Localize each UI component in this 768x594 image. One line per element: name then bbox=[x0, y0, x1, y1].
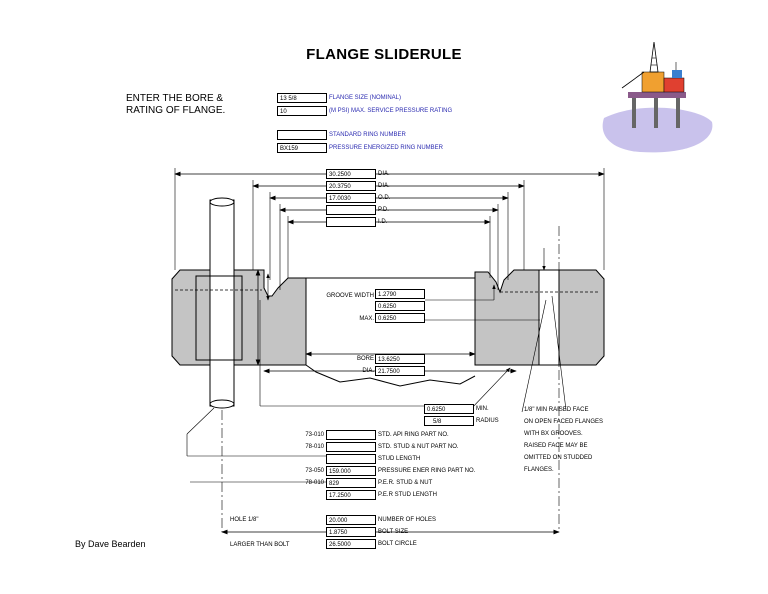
intro-line-2: RATING OF FLANGE. bbox=[126, 105, 226, 116]
bore-dia-label: DIA. bbox=[362, 368, 374, 374]
part-value-5: 829 bbox=[326, 478, 376, 488]
part-label-2: STD. STUD & NUT PART NO. bbox=[378, 444, 459, 450]
note-line-5: OMITTED ON STUDDED bbox=[524, 455, 593, 461]
hole-note-1: HOLE 1/8" bbox=[230, 517, 259, 523]
groove-max-label: MAX. bbox=[359, 316, 374, 322]
author-credit: By Dave Bearden bbox=[75, 539, 146, 549]
part-value-6: 17.2500 bbox=[326, 490, 376, 500]
radius-value: 5/8 bbox=[424, 416, 474, 426]
note-line-1: 1/8" MIN RAISED FACE bbox=[524, 407, 589, 413]
bore-dia-value: 21.7500 bbox=[375, 366, 425, 376]
groove-second-value: 0.6250 bbox=[375, 301, 425, 311]
note-line-6: FLANGES. bbox=[524, 467, 554, 473]
note-line-4: RAISED FACE MAY BE bbox=[524, 443, 588, 449]
dim-label-4: P.D. bbox=[378, 207, 389, 213]
note-line-2: ON OPEN FACED FLANGES bbox=[524, 419, 604, 425]
dim-label-3: O.D. bbox=[378, 195, 391, 201]
holes-value-2: 1.8750 bbox=[326, 527, 376, 537]
part-label-1: STD. API RING PART NO. bbox=[378, 432, 449, 438]
part-prefix-2: 78-010 bbox=[305, 444, 324, 450]
radius-min-value: 0.6250 bbox=[424, 404, 474, 414]
standard-ring-label: STANDARD RING NUMBER bbox=[329, 132, 406, 138]
flange-size-input[interactable]: 13 5/8 bbox=[277, 93, 327, 103]
part-value-3 bbox=[326, 454, 376, 464]
intro-text: ENTER THE BORE & RATING OF FLANGE. bbox=[126, 93, 225, 117]
part-prefix-4: 73-050 bbox=[305, 468, 324, 474]
bore-label: BORE bbox=[356, 356, 374, 362]
dim-value-3: 17.0030 bbox=[326, 193, 376, 203]
page-title: FLANGE SLIDERULE bbox=[306, 46, 462, 63]
part-label-3: STUD LENGTH bbox=[378, 456, 421, 462]
note-line-3: WITH BX GROOVES. bbox=[524, 431, 583, 437]
part-label-6: P.E.R STUD LENGTH bbox=[378, 492, 437, 498]
dim-value-5 bbox=[326, 217, 376, 227]
dim-label-2: DIA. bbox=[378, 183, 390, 189]
dim-value-1: 30.2500 bbox=[326, 169, 376, 179]
part-value-2 bbox=[326, 442, 376, 452]
holes-value-1: 20.000 bbox=[326, 515, 376, 525]
offshore-rig-illustration bbox=[602, 41, 713, 153]
groove-max-value: 0.6250 bbox=[375, 313, 425, 323]
holes-label-1: NUMBER OF HOLES bbox=[378, 517, 437, 523]
hole-note-2: LARGER THAN BOLT bbox=[230, 542, 290, 548]
holes-label-3: BOLT CIRCLE bbox=[378, 541, 417, 547]
part-value-1 bbox=[326, 430, 376, 440]
part-prefix-1: 73-010 bbox=[305, 432, 324, 438]
holes-value-3: 26.5000 bbox=[326, 539, 376, 549]
dim-value-2: 20.3750 bbox=[326, 181, 376, 191]
dim-value-4 bbox=[326, 205, 376, 215]
radius-min-label: MIN. bbox=[476, 406, 489, 412]
pressure-rating-label: (M PSI) MAX. SERVICE PRESSURE RATING bbox=[329, 108, 453, 114]
standard-ring-input[interactable] bbox=[277, 130, 327, 140]
pressure-rating-input[interactable]: 10 bbox=[277, 106, 327, 116]
part-label-5: P.E.R. STUD & NUT bbox=[378, 480, 433, 486]
intro-line-1: ENTER THE BORE & bbox=[126, 93, 224, 104]
raised-face-note: 1/8" MIN RAISED FACE ON OPEN FACED FLANG… bbox=[524, 404, 603, 476]
energized-ring-input[interactable]: BX159 bbox=[277, 143, 327, 153]
part-value-4: 159.000 bbox=[326, 466, 376, 476]
radius-label: RADIUS bbox=[476, 418, 499, 424]
flange-size-label: FLANGE SIZE (NOMINAL) bbox=[329, 95, 402, 101]
part-label-4: PRESSURE ENER RING PART NO. bbox=[378, 468, 476, 474]
part-prefix-5: 78-010 bbox=[305, 480, 324, 486]
dim-label-1: DIA. bbox=[378, 171, 390, 177]
holes-label-2: BOLT SIZE bbox=[378, 529, 409, 535]
groove-width-value: 1.2790 bbox=[375, 289, 425, 299]
dim-label-5: I.D. bbox=[378, 219, 388, 225]
groove-width-label: GROOVE WIDTH bbox=[326, 293, 374, 299]
bore-value: 13.6250 bbox=[375, 354, 425, 364]
energized-ring-label: PRESSURE ENERGIZED RING NUMBER bbox=[329, 145, 444, 151]
